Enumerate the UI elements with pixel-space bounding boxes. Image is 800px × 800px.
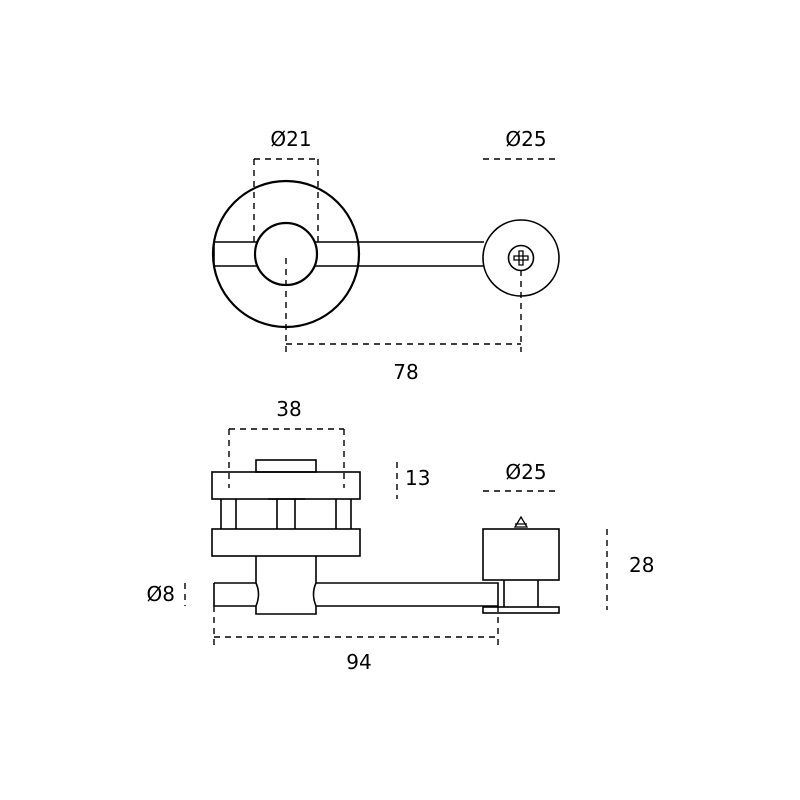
hub-body: [255, 556, 317, 615]
label-rose-diameter: Ø21: [270, 127, 311, 151]
cap-screw-icon: [513, 515, 529, 528]
lower-plate: [211, 528, 361, 557]
label-top-cover-diameter: Ø25: [505, 127, 546, 151]
label-center-distance: 78: [393, 360, 418, 384]
dim-line-center-distance: [285, 258, 522, 352]
top-knob: [255, 459, 317, 473]
label-thickness: 13: [405, 466, 430, 490]
cap-base: [482, 606, 560, 614]
side-view: [184, 428, 608, 648]
upper-plate: [211, 471, 361, 500]
dim-line-length: [213, 606, 499, 648]
end-cap-block: [482, 528, 560, 581]
label-length: 94: [346, 650, 371, 674]
label-height: 28: [629, 553, 654, 577]
label-spindle-diameter: Ø8: [147, 582, 175, 606]
label-width: 38: [276, 397, 301, 421]
top-view: [211, 158, 560, 352]
dim-line-rose-diameter: [253, 158, 319, 242]
plate-posts: [220, 498, 352, 529]
hub-circle: [253, 221, 319, 287]
label-side-cover-diameter: Ø25: [505, 460, 546, 484]
cap-stem: [503, 580, 539, 607]
dim-line-width: [228, 428, 345, 488]
